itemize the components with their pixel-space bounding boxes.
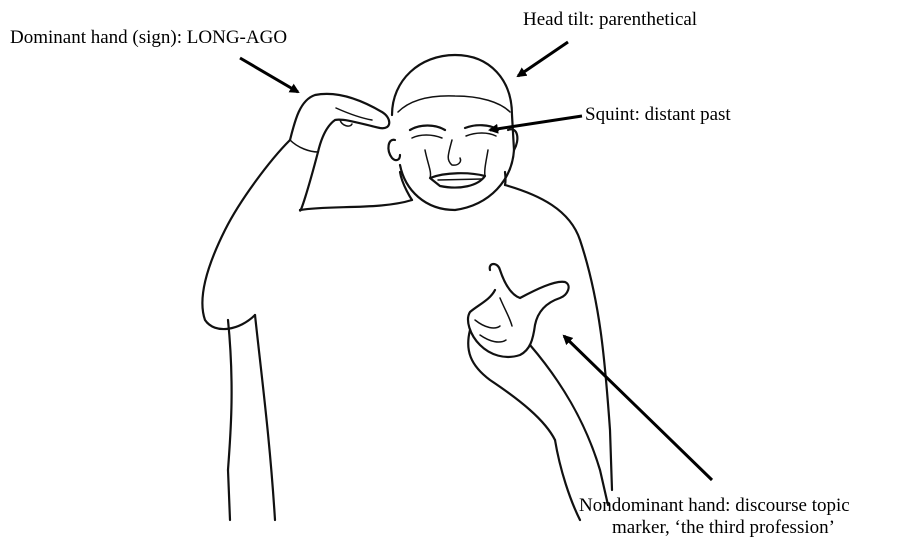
- label-squint: Squint: distant past: [585, 104, 731, 126]
- dominant-hand: [290, 94, 389, 152]
- label-nondominant-line1: Nondominant hand: discourse topic: [579, 495, 850, 517]
- label-head-tilt: Head tilt: parenthetical: [523, 9, 697, 31]
- nondominant-hand: [468, 264, 569, 357]
- arrow-squint: [490, 116, 582, 130]
- label-nondominant-line2: marker, ‘the third profession’: [612, 517, 835, 539]
- label-dominant-hand: Dominant hand (sign): LONG-AGO: [10, 27, 287, 49]
- arrow-dominant-hand: [240, 58, 298, 92]
- face: [410, 125, 498, 187]
- torso: [228, 185, 612, 520]
- dominant-arm: [202, 140, 318, 520]
- arrow-nondominant-hand: [564, 336, 712, 480]
- arrow-head-tilt: [518, 42, 568, 76]
